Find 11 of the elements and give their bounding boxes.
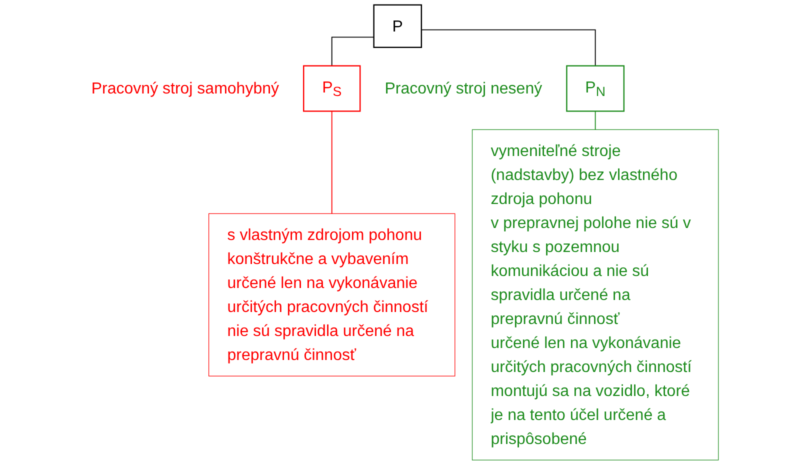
connector	[594, 110, 596, 130]
node-box: P$_{S}$	[302, 65, 361, 112]
connector	[420, 29, 596, 66]
connector	[331, 110, 332, 214]
node-box: P$_{N}$	[566, 65, 624, 112]
node-label: Pracovný stroj samohybný	[91, 78, 279, 98]
node-box: s vlastným zdrojom pohonu konštrukčne a vybavením určené len na vykonávanie určitých pracovných činností nie sú spravidla určené na prepravnú činnosť	[208, 213, 456, 376]
node-box: vymeniteľné stroje (nadstavby) bez vlastného zdroja pohonu v prepravnej polohe nie sú v styku s pozemnou komunikáciou a nie sú spravidla určené na prepravnú činnosť určené len na vykonávanie určitých pracovných činností montujú sa na vozidlo, ktoré je na tento účel určené a prispôsobené	[472, 129, 719, 460]
node-box: P	[373, 4, 422, 48]
node-label: Pracovný stroj nesený	[384, 78, 542, 98]
connector	[331, 36, 374, 66]
